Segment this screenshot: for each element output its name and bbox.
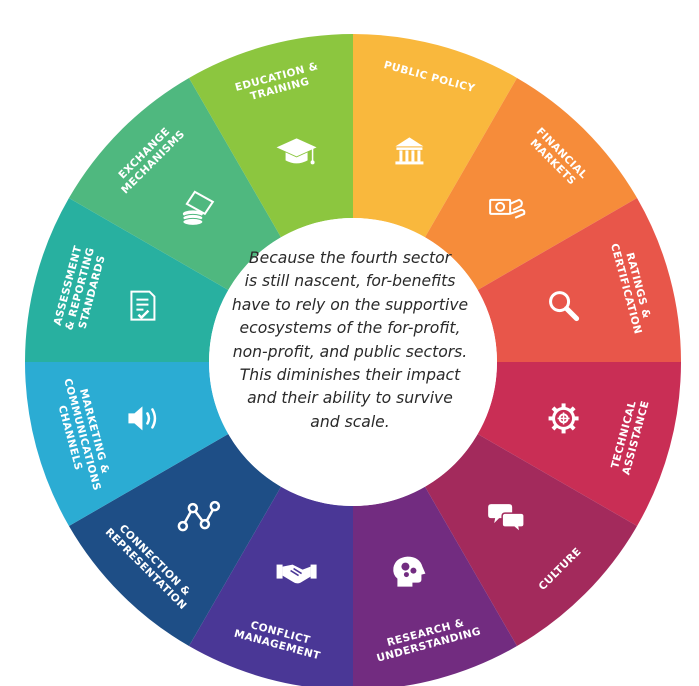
checklist-icon bbox=[130, 290, 156, 321]
head-gears-icon bbox=[393, 556, 426, 587]
center-statement: Because the fourth sector is still nasce… bbox=[214, 247, 486, 434]
center-line: ecosystems of the for-profit, bbox=[239, 319, 461, 338]
segment-research-understanding bbox=[353, 486, 517, 686]
exchange-icon bbox=[182, 190, 215, 226]
bank-icon bbox=[395, 137, 424, 165]
segment-education-training bbox=[189, 34, 353, 238]
center-circle bbox=[209, 218, 497, 506]
center-line: Because the fourth sector bbox=[248, 249, 452, 267]
center-line: and their ability to survive bbox=[247, 389, 453, 408]
center-line: This diminishes their impact bbox=[239, 366, 461, 385]
handshake-icon bbox=[276, 564, 317, 584]
segment-exchange-mechanisms bbox=[68, 77, 281, 290]
center-line: have to rely on the supportive bbox=[231, 295, 469, 314]
center-line: non-profit, and public sectors. bbox=[232, 342, 468, 361]
segment-ratings-certification bbox=[477, 198, 681, 362]
segment-marketing-communications bbox=[25, 362, 229, 526]
graduation-cap-icon bbox=[276, 138, 317, 165]
network-icon bbox=[177, 500, 221, 532]
segment-financial-markets bbox=[425, 77, 638, 290]
segment-culture bbox=[425, 434, 638, 647]
segment-assessment-reporting bbox=[25, 198, 229, 362]
money-hand-icon bbox=[489, 198, 526, 219]
segment-connection-representation bbox=[68, 434, 281, 647]
segment-public-policy bbox=[353, 34, 517, 238]
speaker-icon bbox=[128, 406, 157, 431]
segment-conflict-management bbox=[189, 486, 353, 686]
magnifier-icon bbox=[549, 291, 580, 322]
speech-bubbles-icon bbox=[488, 504, 525, 535]
segment-technical-assistance bbox=[477, 362, 681, 526]
center-line: and scale. bbox=[310, 412, 390, 431]
center-line: is still nascent, for-benefits bbox=[244, 272, 456, 291]
gear-icon bbox=[548, 403, 579, 434]
